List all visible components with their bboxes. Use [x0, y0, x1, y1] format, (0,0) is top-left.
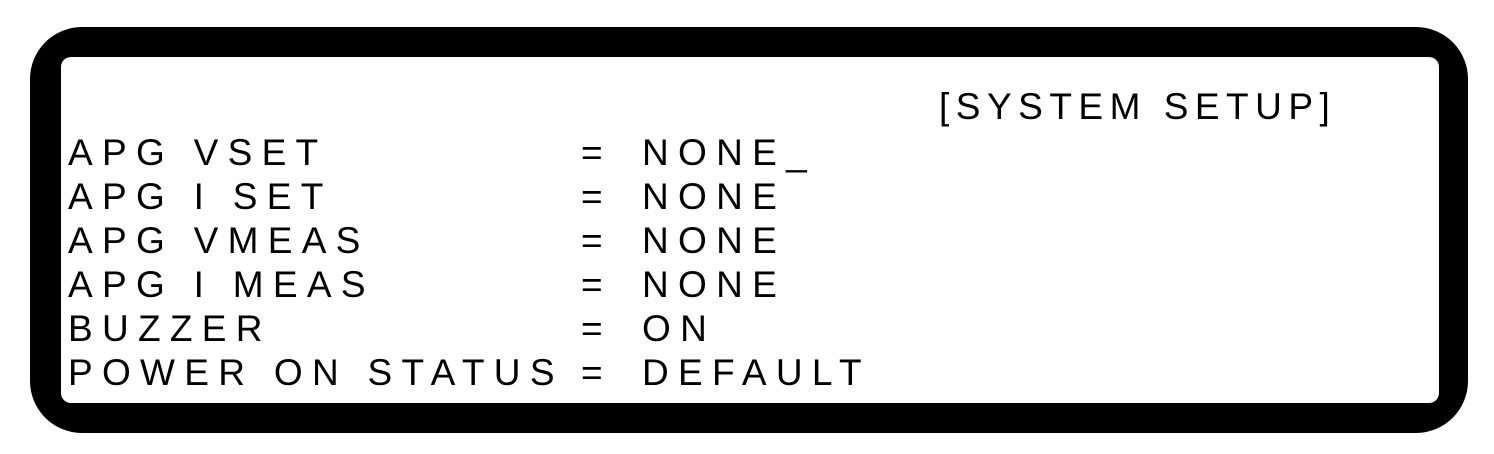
- setting-row-buzzer[interactable]: BUZZER = ON: [61, 307, 1361, 351]
- setting-row-apg-i-set[interactable]: APG I SET = NONE: [61, 175, 1361, 219]
- setting-row-apg-vset[interactable]: APG VSET = NONE_: [61, 131, 1361, 175]
- setting-value[interactable]: NONE_: [642, 131, 807, 175]
- lcd-display-frame: [SYSTEM SETUP] APG VSET = NONE_ APG I SE…: [30, 27, 1468, 433]
- setting-equals: =: [581, 308, 603, 349]
- edit-cursor: _: [786, 132, 807, 173]
- setting-equals: =: [581, 264, 603, 305]
- setting-label: APG VMEAS: [68, 220, 370, 261]
- setting-label: APG I SET: [68, 176, 333, 217]
- setting-value[interactable]: NONE: [642, 176, 787, 217]
- setting-row-power-on-status[interactable]: POWER ON STATUS = DEFAULT: [61, 351, 1361, 395]
- setting-equals: =: [581, 176, 603, 217]
- setting-label: APG I MEAS: [68, 264, 375, 305]
- screen-title: [SYSTEM SETUP]: [939, 86, 1337, 127]
- lcd-screen: [SYSTEM SETUP] APG VSET = NONE_ APG I SE…: [61, 57, 1439, 403]
- setting-value[interactable]: DEFAULT: [642, 352, 871, 393]
- setting-label: POWER ON STATUS: [68, 352, 564, 393]
- settings-list: APG VSET = NONE_ APG I SET = NONE APG VM…: [61, 131, 1361, 395]
- setting-equals: =: [581, 220, 603, 261]
- setting-label: APG VSET: [68, 132, 328, 173]
- setting-value[interactable]: ON: [642, 308, 717, 349]
- setting-value[interactable]: NONE: [642, 264, 787, 305]
- setting-row-apg-vmeas[interactable]: APG VMEAS = NONE: [61, 219, 1361, 263]
- setting-label: BUZZER: [68, 308, 272, 349]
- setting-value[interactable]: NONE: [642, 220, 787, 261]
- setting-value-text: NONE: [642, 132, 787, 173]
- setting-row-apg-i-meas[interactable]: APG I MEAS = NONE: [61, 263, 1361, 307]
- setting-equals: =: [581, 132, 603, 173]
- setting-equals: =: [581, 352, 603, 393]
